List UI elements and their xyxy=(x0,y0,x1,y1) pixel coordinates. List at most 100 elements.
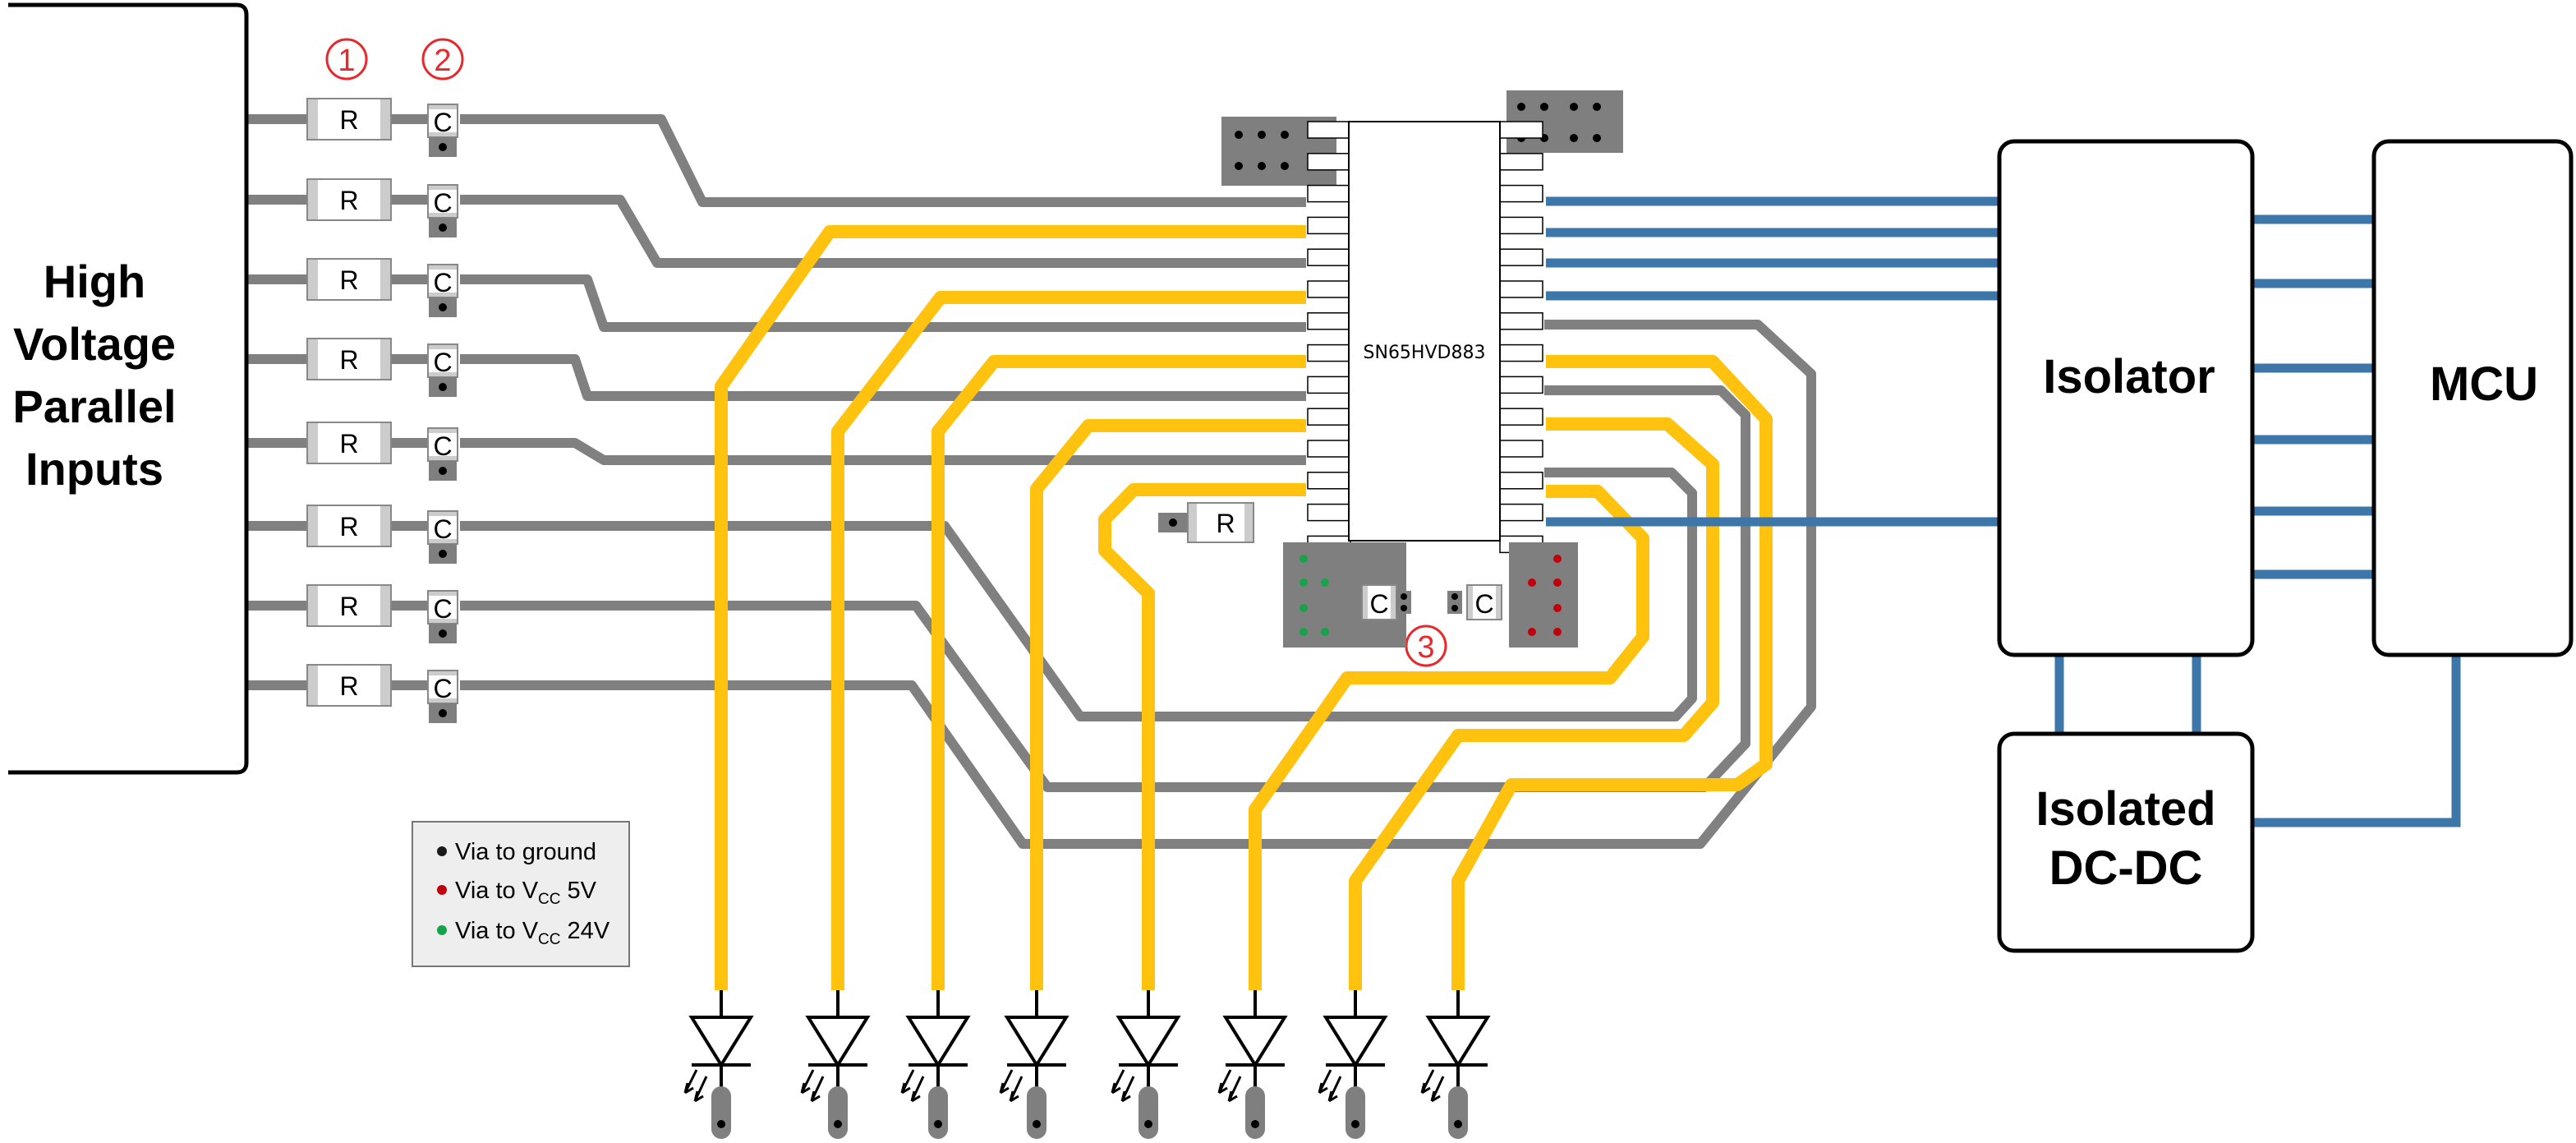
capacitor-label: C xyxy=(433,348,452,377)
led-ground-pad xyxy=(928,1086,948,1139)
inputs-label-line: Voltage xyxy=(13,318,176,370)
chip-pin-right xyxy=(1499,248,1543,266)
legend-suffix: 24V xyxy=(561,918,610,944)
chip-pin-right xyxy=(1499,376,1543,394)
chip-pin-right xyxy=(1499,343,1543,362)
led-traces xyxy=(715,225,1773,990)
inputs-label-line: High xyxy=(44,256,145,307)
led-trace-1 xyxy=(715,225,1306,990)
resistor-label: R xyxy=(339,186,358,215)
chip-pin-left xyxy=(1307,440,1351,458)
marker-3: 3 xyxy=(1405,625,1447,667)
legend-dot-ground xyxy=(437,846,447,856)
led xyxy=(1217,990,1288,1139)
resistor-label: R xyxy=(339,345,358,375)
led xyxy=(683,990,754,1139)
input-resistor: R xyxy=(306,338,392,380)
chip-pin-right xyxy=(1499,216,1543,235)
led-trace-6 xyxy=(1249,485,1649,990)
chip-body xyxy=(1348,121,1501,542)
chip-pin-left xyxy=(1307,503,1351,522)
led-ground-pad xyxy=(1138,1086,1158,1139)
input-capacitor: C xyxy=(427,184,458,237)
chip-pin-right xyxy=(1499,503,1543,522)
dcdc-label-line: DC-DC xyxy=(2049,841,2203,895)
legend-item-24v: Via to VCC 24V xyxy=(455,918,610,948)
chip-pin-right xyxy=(1499,408,1543,426)
led xyxy=(1318,990,1388,1139)
marker-3-text: 3 xyxy=(1417,630,1434,665)
input-resistor: R xyxy=(306,98,392,141)
led xyxy=(1111,990,1181,1139)
isolator-label: Isolator xyxy=(2043,350,2215,403)
led-trace-4 xyxy=(1030,419,1306,990)
resistor-label: R xyxy=(339,429,358,459)
led-array xyxy=(683,990,1491,1139)
legend-box xyxy=(412,821,630,967)
chip-pin-left xyxy=(1307,376,1351,394)
legend-dot-24v xyxy=(437,925,447,935)
chip-pin-left xyxy=(1307,121,1351,139)
dcdc-mcu xyxy=(2252,655,2461,827)
capacitor-label: C xyxy=(1474,589,1493,619)
marker-1-text: 1 xyxy=(338,44,355,78)
capacitor-label: C xyxy=(1369,589,1388,619)
isolated-traces xyxy=(1546,196,2461,827)
mcu-label: MCU xyxy=(2430,357,2538,411)
capacitor-label: C xyxy=(433,514,452,544)
capacitor-label: C xyxy=(433,594,452,624)
input-capacitor: C xyxy=(427,590,458,643)
led-trace-7 xyxy=(1349,417,1719,990)
input-resistor: R xyxy=(306,664,392,707)
marker-1: 1 xyxy=(325,38,368,81)
led-trace-3 xyxy=(932,355,1306,990)
led-ground-pad xyxy=(1245,1086,1265,1139)
chip-pin-left xyxy=(1307,184,1351,203)
input-resistor: R xyxy=(306,505,392,547)
input-resistor: R xyxy=(306,422,392,464)
decoupling-cap-right: C xyxy=(1447,584,1502,620)
input-capacitor: C xyxy=(427,427,458,481)
chip-pin-left xyxy=(1307,248,1351,266)
legend-text: Via to ground xyxy=(455,839,596,865)
input-capacitor: C xyxy=(427,670,458,723)
capacitor-label: C xyxy=(433,674,452,703)
chip-pin-right xyxy=(1499,312,1543,330)
capacitor-label: C xyxy=(433,108,452,137)
input-capacitor: C xyxy=(427,264,458,317)
resistor-label: R xyxy=(339,671,358,701)
resistor-label: R xyxy=(339,265,358,295)
mcu-box xyxy=(2371,139,2574,657)
led-ground-pad xyxy=(828,1086,848,1139)
legend-text: Via to V xyxy=(455,918,539,944)
decoupling-cap-left: C xyxy=(1361,584,1411,620)
legend-dot-5v xyxy=(437,885,447,895)
chip-pin-left xyxy=(1307,280,1351,298)
legend-subscript: CC xyxy=(538,891,560,908)
isolator-box xyxy=(1997,139,2255,657)
chip-pin-right xyxy=(1499,440,1543,458)
input-capacitor: C xyxy=(427,510,458,564)
chip-pin-left xyxy=(1307,472,1351,490)
legend-text: Via to V xyxy=(455,878,539,904)
inputs-label: High Voltage Parallel Inputs xyxy=(12,256,176,495)
inputs-bracket xyxy=(8,2,249,775)
chip-pin-left xyxy=(1307,343,1351,362)
input-trace-1 xyxy=(246,114,1306,207)
resistor-label: R xyxy=(339,512,358,542)
chip-resistor: R xyxy=(1158,502,1254,543)
led xyxy=(900,990,971,1139)
led-ground-pad xyxy=(1027,1086,1046,1139)
resistor-label: R xyxy=(339,592,358,621)
led-trace-2 xyxy=(831,291,1306,990)
inputs-label-line: Inputs xyxy=(25,443,163,495)
chip-pin-left xyxy=(1307,408,1351,426)
chip-pin-right xyxy=(1499,153,1543,171)
